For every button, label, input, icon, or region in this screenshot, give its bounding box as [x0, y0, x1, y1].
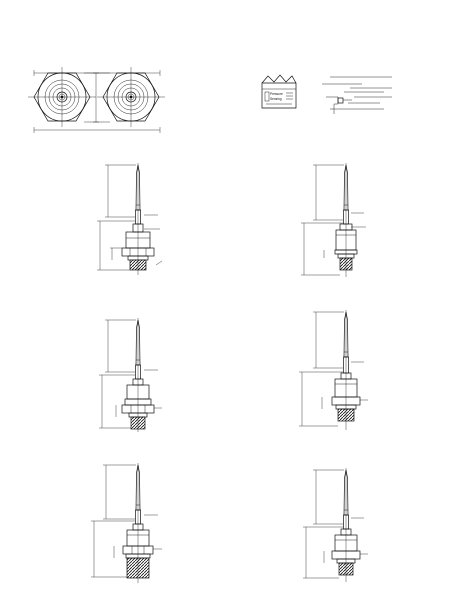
hex-nut-end-views [27, 66, 166, 133]
package-box: Pressure Sensing [261, 74, 297, 109]
probe-elevation-2 [301, 163, 366, 277]
probe-elevation-6 [303, 468, 368, 582]
package-label-line2: Sensing [270, 97, 282, 101]
wiring-diagram [322, 76, 392, 114]
packaging-and-wiring-detail: Pressure Sensing [261, 74, 392, 114]
probe-elevation-3 [99, 318, 162, 432]
probe-elevation-5 [91, 463, 162, 583]
package-label-line1: Pressure [270, 92, 283, 96]
probe-elevation-1 [97, 163, 163, 275]
probe-elevation-4 [299, 310, 368, 430]
